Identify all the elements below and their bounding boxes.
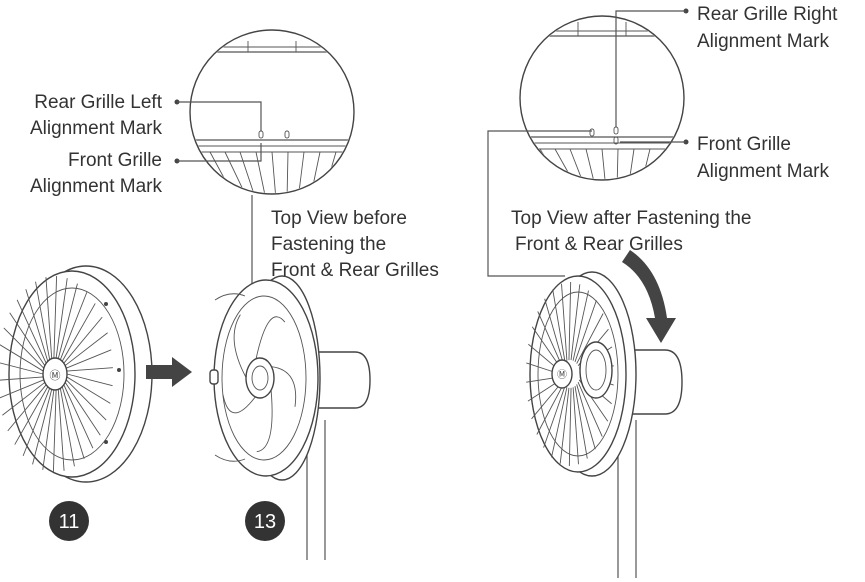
grille-spoke bbox=[57, 283, 78, 359]
grille-spoke bbox=[66, 367, 113, 372]
fan-blade bbox=[233, 314, 247, 378]
right-arrow-icon bbox=[146, 357, 192, 387]
grille-spoke bbox=[574, 300, 597, 363]
grille-spoke bbox=[0, 362, 44, 375]
front-left-label-line1: Front Grille bbox=[68, 150, 162, 171]
grille-spoke bbox=[576, 384, 596, 450]
after-caption-line1: Top View after Fastening the bbox=[511, 208, 751, 229]
grille-spoke bbox=[531, 381, 563, 420]
fan-blade bbox=[256, 390, 273, 453]
grille-spoke bbox=[66, 373, 113, 387]
grille-spoke bbox=[22, 388, 51, 457]
front-left-label-line2: Alignment Mark bbox=[30, 176, 162, 197]
grille-spoke bbox=[53, 276, 58, 359]
after-caption-line2: Front & Rear Grilles bbox=[515, 234, 683, 255]
grille-spoke bbox=[572, 387, 579, 465]
grille-spoke bbox=[14, 386, 49, 445]
grille-spoke bbox=[52, 389, 57, 472]
grille-spoke bbox=[574, 386, 588, 459]
grille-spoke bbox=[537, 311, 563, 366]
grille-spoke bbox=[63, 384, 94, 449]
grille-spoke bbox=[9, 312, 46, 366]
grille-spoke bbox=[64, 332, 108, 366]
brand-logo-icon: Ⓜ bbox=[557, 369, 567, 381]
grille-spoke bbox=[2, 382, 46, 416]
step-badge-13: 13 bbox=[245, 501, 285, 541]
front-right-label-line1: Front Grille bbox=[697, 134, 791, 155]
grille-spoke bbox=[64, 382, 101, 436]
grille-spoke bbox=[25, 289, 49, 362]
grille-spoke bbox=[0, 379, 44, 399]
rear-right-label-line2: Alignment Mark bbox=[697, 31, 829, 52]
grille-spoke bbox=[66, 349, 112, 369]
grille-spoke bbox=[551, 387, 568, 458]
rear-right-label-line1: Rear Grille Right bbox=[697, 4, 838, 25]
before-caption-line2: Fastening the bbox=[271, 234, 386, 255]
grille-spoke bbox=[16, 299, 47, 364]
grille-spoke bbox=[3, 327, 45, 369]
step-number: 11 bbox=[59, 511, 80, 533]
grille-spoke bbox=[572, 290, 589, 361]
grille-spoke bbox=[570, 284, 581, 361]
grille-spoke bbox=[536, 384, 564, 435]
before-caption-line3: Front & Rear Grilles bbox=[271, 260, 439, 281]
grille-spoke bbox=[568, 387, 572, 466]
before-caption-line1: Top View before bbox=[271, 208, 407, 229]
grille-spoke bbox=[544, 298, 564, 364]
fan-assembled: Ⓜ bbox=[526, 271, 683, 578]
grille-spoke bbox=[32, 389, 53, 465]
grille-spoke bbox=[42, 389, 55, 470]
top-view-after-circle bbox=[519, 15, 685, 181]
grille-spoke bbox=[57, 389, 65, 471]
front-right-label-line2: Alignment Mark bbox=[697, 161, 829, 182]
grille-spoke bbox=[543, 385, 566, 448]
fan-blade bbox=[255, 316, 286, 359]
grille-spoke bbox=[531, 326, 562, 369]
top-view-before-circle bbox=[189, 29, 355, 195]
grille-spoke bbox=[35, 281, 51, 360]
grille-spoke bbox=[576, 313, 604, 364]
grille-spoke bbox=[0, 376, 44, 381]
grille-spoke bbox=[66, 376, 111, 404]
step-badge-11: 11 bbox=[49, 501, 89, 541]
grille-spoke bbox=[63, 316, 103, 364]
fan-blade bbox=[271, 366, 297, 407]
grille-spoke bbox=[552, 289, 566, 362]
grille-spoke bbox=[568, 282, 572, 361]
step-number: 13 bbox=[254, 511, 276, 533]
grille-spoke bbox=[559, 387, 570, 464]
grille-spoke bbox=[7, 384, 47, 432]
brand-logo-icon: Ⓜ bbox=[50, 369, 61, 382]
rear-left-label-line1: Rear Grille Left bbox=[34, 92, 162, 113]
grille-spoke bbox=[59, 388, 75, 467]
grille-spoke bbox=[561, 283, 568, 361]
grille-spoke bbox=[65, 379, 107, 421]
curved-down-arrow-icon bbox=[622, 250, 676, 343]
grille-spoke bbox=[0, 344, 44, 372]
rear-left-label-line2: Alignment Mark bbox=[30, 118, 162, 139]
grille-spoke bbox=[59, 291, 88, 360]
grille-spoke bbox=[61, 386, 85, 459]
fan-assembly-13 bbox=[209, 275, 371, 560]
grille-spoke bbox=[61, 303, 96, 362]
fan-blade bbox=[222, 394, 256, 414]
grille-spoke bbox=[55, 278, 68, 359]
grille-spoke bbox=[45, 277, 53, 359]
grille-spoke bbox=[577, 382, 603, 437]
front-grille-11: Ⓜ bbox=[0, 265, 153, 483]
